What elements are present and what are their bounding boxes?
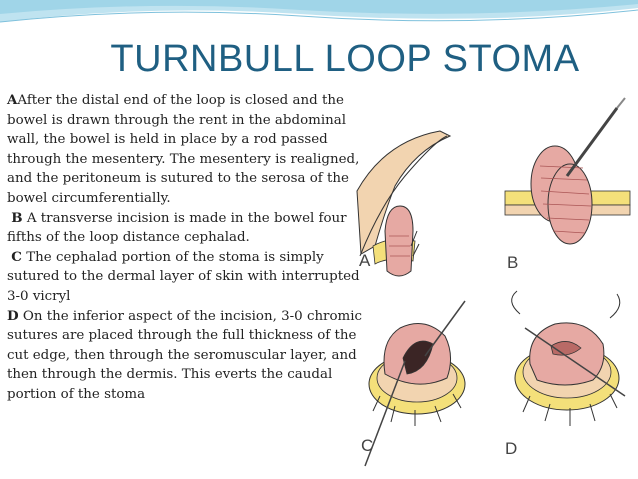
panel-a-drawing: [356, 130, 452, 277]
panel-b-drawing: [504, 97, 631, 245]
paragraph-a-lead: A: [7, 92, 18, 108]
paragraph-d-lead: D: [7, 307, 19, 324]
paragraph-c-text: The cephalad portion of the stoma is sim…: [7, 249, 360, 304]
panel-c-drawing: [364, 300, 466, 467]
panel-c-label: C: [361, 436, 373, 455]
panel-a-label: A: [359, 251, 371, 270]
paragraph-d: D On the inferior aspect of the incision…: [7, 307, 363, 405]
paragraph-d-text: On the inferior aspect of the incision, …: [7, 308, 363, 402]
paragraph-b-lead: B: [11, 209, 23, 226]
panel-b-label: B: [507, 253, 518, 272]
paragraph-c-lead: C: [11, 248, 22, 265]
paragraph-c: C The cephalad portion of the stoma is s…: [7, 248, 363, 307]
paragraph-a: AAfter the distal end of the loop is clo…: [7, 91, 363, 209]
slide-title: TURNBULL LOOP STOMA: [110, 38, 580, 80]
stoma-illustration: A B C D: [356, 97, 631, 467]
paragraph-b-text: A transverse incision is made in the bow…: [7, 210, 347, 246]
body-text: AAfter the distal end of the loop is clo…: [7, 91, 363, 405]
top-wave-decoration: [0, 0, 638, 23]
panel-d-label: D: [505, 439, 517, 458]
paragraph-b: B A transverse incision is made in the b…: [7, 209, 363, 248]
paragraph-a-text: After the distal end of the loop is clos…: [7, 93, 360, 206]
panel-d-drawing: [511, 290, 626, 426]
